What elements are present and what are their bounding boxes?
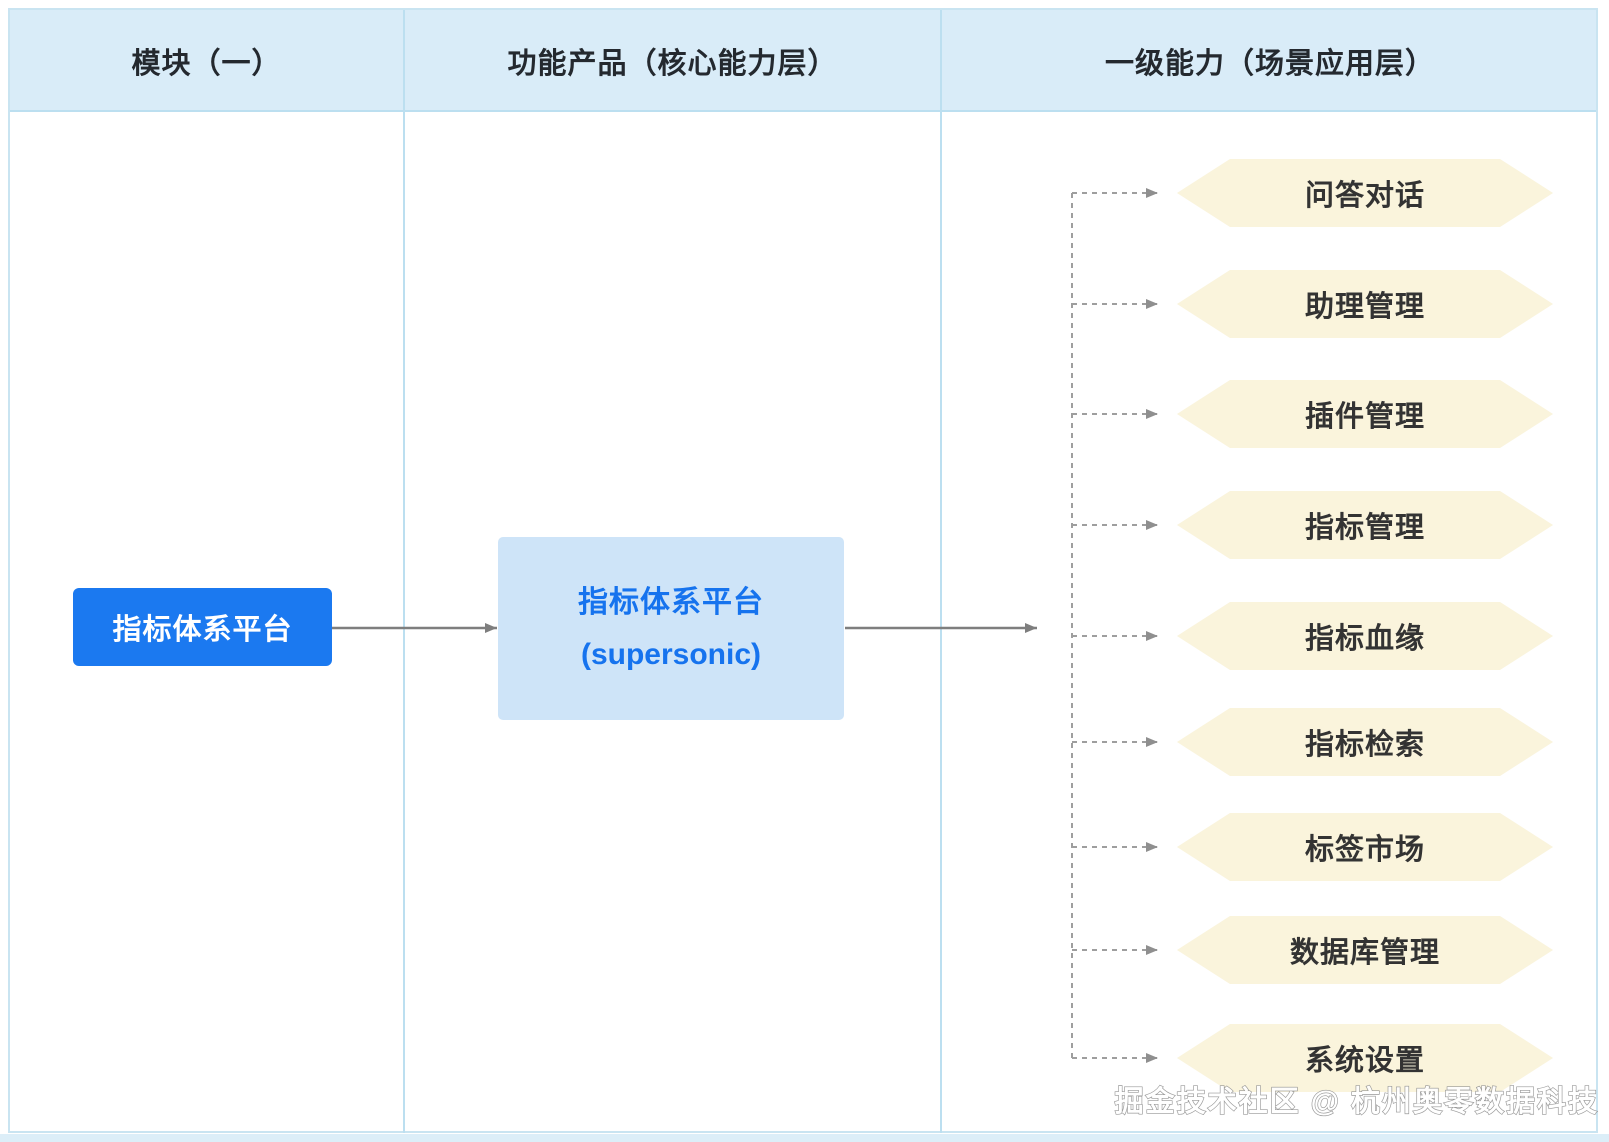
- capability-label: 数据库管理: [1289, 937, 1440, 969]
- column-divider: [940, 10, 942, 1133]
- product-node: 指标体系平台 (supersonic): [498, 537, 844, 720]
- module-node: 指标体系平台: [73, 588, 332, 666]
- capability-label: 标签市场: [1304, 834, 1425, 866]
- column-header-module: 模块（一）: [131, 48, 282, 80]
- capability-node: 插件管理: [1177, 380, 1553, 448]
- column-header-capability: 一级能力（场景应用层）: [1104, 48, 1435, 80]
- capability-node: 系统设置: [1177, 1024, 1553, 1092]
- column-header-product: 功能产品（核心能力层）: [507, 48, 838, 80]
- capability-node: 指标血缘: [1177, 602, 1553, 670]
- capability-label: 问答对话: [1304, 180, 1425, 212]
- column-divider: [403, 10, 405, 1133]
- product-node-subtitle: (supersonic): [580, 637, 762, 671]
- capability-node: 问答对话: [1177, 159, 1553, 227]
- module-node-label: 指标体系平台: [112, 614, 293, 646]
- capability-node: 标签市场: [1177, 813, 1553, 881]
- capability-label: 指标检索: [1304, 729, 1425, 761]
- capability-node: 指标检索: [1177, 708, 1553, 776]
- product-node-title: 指标体系平台: [578, 585, 764, 619]
- capability-label: 指标管理: [1304, 512, 1425, 544]
- capability-node: 指标管理: [1177, 491, 1553, 559]
- capability-label: 指标血缘: [1304, 623, 1425, 655]
- capability-node: 助理管理: [1177, 270, 1553, 338]
- watermark: 掘金技术社区 @ 杭州奥零数据科技: [1114, 1085, 1599, 1118]
- capability-label: 助理管理: [1304, 291, 1425, 323]
- bottom-edge-strip: [0, 1134, 1609, 1142]
- capability-node: 数据库管理: [1177, 916, 1553, 984]
- capability-label: 插件管理: [1304, 401, 1425, 433]
- header-row: [10, 10, 1596, 112]
- capability-label: 系统设置: [1304, 1045, 1425, 1077]
